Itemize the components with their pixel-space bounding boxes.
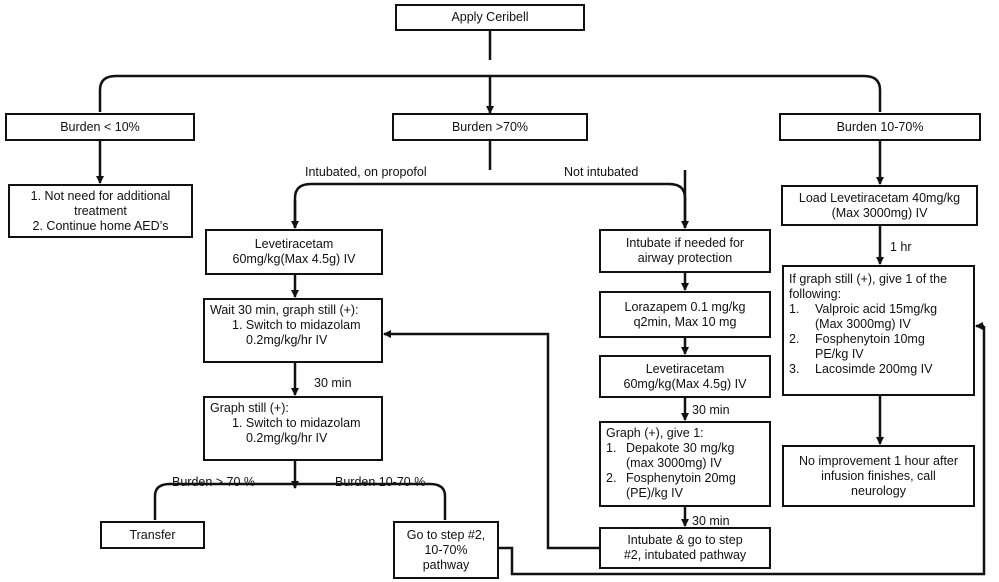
lev-b-line-2: 60mg/kg(Max 4.5g) IV xyxy=(623,376,747,391)
transfer-box: Transfer xyxy=(100,521,205,549)
intubate-goto-line-1: Intubate & go to step xyxy=(627,533,743,547)
if-graph-still-box: If graph still (+), give 1 of the follow… xyxy=(782,265,975,396)
graph-give-num-2: 2. xyxy=(606,471,617,485)
graph-still-box: Graph still (+): 1. Switch to midazolam … xyxy=(203,396,383,461)
levetiracetam-not-intubated-box: Levetiracetam 60mg/kg(Max 4.5g) IV xyxy=(599,355,771,398)
no-improvement-box: No improvement 1 hour after infusion fin… xyxy=(782,445,975,507)
goto2-line-2: 10-70% xyxy=(424,542,468,557)
lorazepam-box: Lorazapem 0.1 mg/kg q2min, Max 10 mg xyxy=(599,291,771,338)
graph-give-box: Graph (+), give 1: 1. Depakote 30 mg/kg … xyxy=(599,421,771,507)
no-improve-line-1: No improvement 1 hour after xyxy=(798,453,959,468)
graph-give-text-1: Depakote 30 mg/kg (max 3000mg) IV xyxy=(626,441,735,470)
lev-a-line-1: Levetiracetam xyxy=(254,237,334,251)
transfer-text: Transfer xyxy=(129,527,176,542)
burden-high-box: Burden >70% xyxy=(392,113,588,141)
burden-high-text: Burden >70% xyxy=(451,119,529,134)
if-graph-num-3: 3. xyxy=(789,362,800,376)
lev-a-line-2: 60mg/kg(Max 4.5g) IV xyxy=(232,252,356,266)
graph-give-item-2: 2. Fosphenytoin 20mg (PE)/kg IV xyxy=(606,471,764,501)
loraz-line-1: Lorazapem 0.1 mg/kg xyxy=(624,299,746,314)
goto-step2-mid-box: Go to step #2, 10-70% pathway xyxy=(393,521,499,579)
intubate-if-needed-box: Intubate if needed for airway protection xyxy=(599,229,771,273)
label-30min-r2: 30 min xyxy=(692,514,730,528)
loraz-line-2: q2min, Max 10 mg xyxy=(633,314,737,329)
if-graph-text-3: Lacosimde 200mg IV xyxy=(815,362,933,376)
load-levetiracetam-box: Load Levetiracetam 40mg/kg (Max 3000mg) … xyxy=(781,185,978,226)
apply-ceribell-text: Apply Ceribell xyxy=(451,10,529,24)
low-step-line-1: 1. Not need for additional xyxy=(30,188,171,203)
graph-still-head: Graph still (+): xyxy=(210,401,289,415)
intubate-needed-line-2: airway protection xyxy=(637,251,733,265)
label-1hr: 1 hr xyxy=(890,240,912,254)
if-graph-text-1: Valproic acid 15mg/kg (Max 3000mg) IV xyxy=(815,302,938,331)
if-graph-num-2: 2. xyxy=(789,332,800,346)
if-graph-item-2: 2. Fosphenytoin 10mg PE/kg IV xyxy=(789,332,953,362)
apply-ceribell-box: Apply Ceribell xyxy=(395,4,585,31)
label-30min-r1: 30 min xyxy=(692,403,730,417)
label-intubated: Intubated, on propofol xyxy=(305,165,427,179)
low-burden-actions-box: 1. Not need for additional treatment 2. … xyxy=(8,184,193,238)
no-improve-line-3: neurology xyxy=(851,483,906,498)
burden-mid-box: Burden 10-70% xyxy=(779,113,981,141)
if-graph-text-2: Fosphenytoin 10mg PE/kg IV xyxy=(815,332,925,361)
low-step-line-3: 2. Continue home AED’s xyxy=(32,218,169,233)
wait30-item-1b: 0.2mg/kg/hr IV xyxy=(246,333,328,347)
graph-give-num-1: 1. xyxy=(606,441,617,455)
if-graph-num-1: 1. xyxy=(789,302,800,316)
intubate-needed-line-1: Intubate if needed for xyxy=(625,236,745,250)
wait30-head: Wait 30 min, graph still (+): xyxy=(210,303,359,317)
levetiracetam-intubated-box: Levetiracetam 60mg/kg(Max 4.5g) IV xyxy=(205,229,383,275)
lev-b-line-1: Levetiracetam xyxy=(645,361,725,376)
intubate-goto-line-2: #2, intubated pathway xyxy=(623,548,747,562)
wait30-item-1: 1. Switch to midazolam xyxy=(232,318,361,332)
label-30min-left: 30 min xyxy=(314,376,352,390)
low-step-line-2: treatment xyxy=(74,203,127,218)
goto2-line-1: Go to step #2, xyxy=(406,527,486,542)
graph-still-item-1b: 0.2mg/kg/hr IV xyxy=(246,431,328,445)
label-burden-gt70: Burden > 70 % xyxy=(172,475,256,489)
load-lev-line-1: Load Levetiracetam 40mg/kg xyxy=(798,190,961,205)
graph-give-head: Graph (+), give 1: xyxy=(606,426,704,440)
load-lev-line-2: (Max 3000mg) IV xyxy=(831,205,928,220)
label-burden-10-70: Burden 10-70 % xyxy=(335,475,426,489)
graph-give-item-1: 1. Depakote 30 mg/kg (max 3000mg) IV xyxy=(606,441,764,471)
intubate-goto-box: Intubate & go to step #2, intubated path… xyxy=(599,527,771,569)
label-not-intubated: Not intubated xyxy=(564,165,639,179)
if-graph-head: If graph still (+), give 1 of the follow… xyxy=(789,272,948,301)
graph-still-item-1: 1. Switch to midazolam xyxy=(232,416,361,430)
wait-30-min-box: Wait 30 min, graph still (+): 1. Switch … xyxy=(203,298,383,363)
if-graph-item-3: 3. Lacosimde 200mg IV xyxy=(789,362,953,377)
graph-give-text-2: Fosphenytoin 20mg (PE)/kg IV xyxy=(626,471,736,500)
no-improve-line-2: infusion finishes, call xyxy=(821,468,936,483)
burden-low-text: Burden < 10% xyxy=(60,119,140,134)
goto2-line-3: pathway xyxy=(422,557,470,572)
burden-low-box: Burden < 10% xyxy=(5,113,195,141)
burden-mid-text: Burden 10-70% xyxy=(836,119,924,134)
if-graph-item-1: 1. Valproic acid 15mg/kg (Max 3000mg) IV xyxy=(789,302,953,332)
